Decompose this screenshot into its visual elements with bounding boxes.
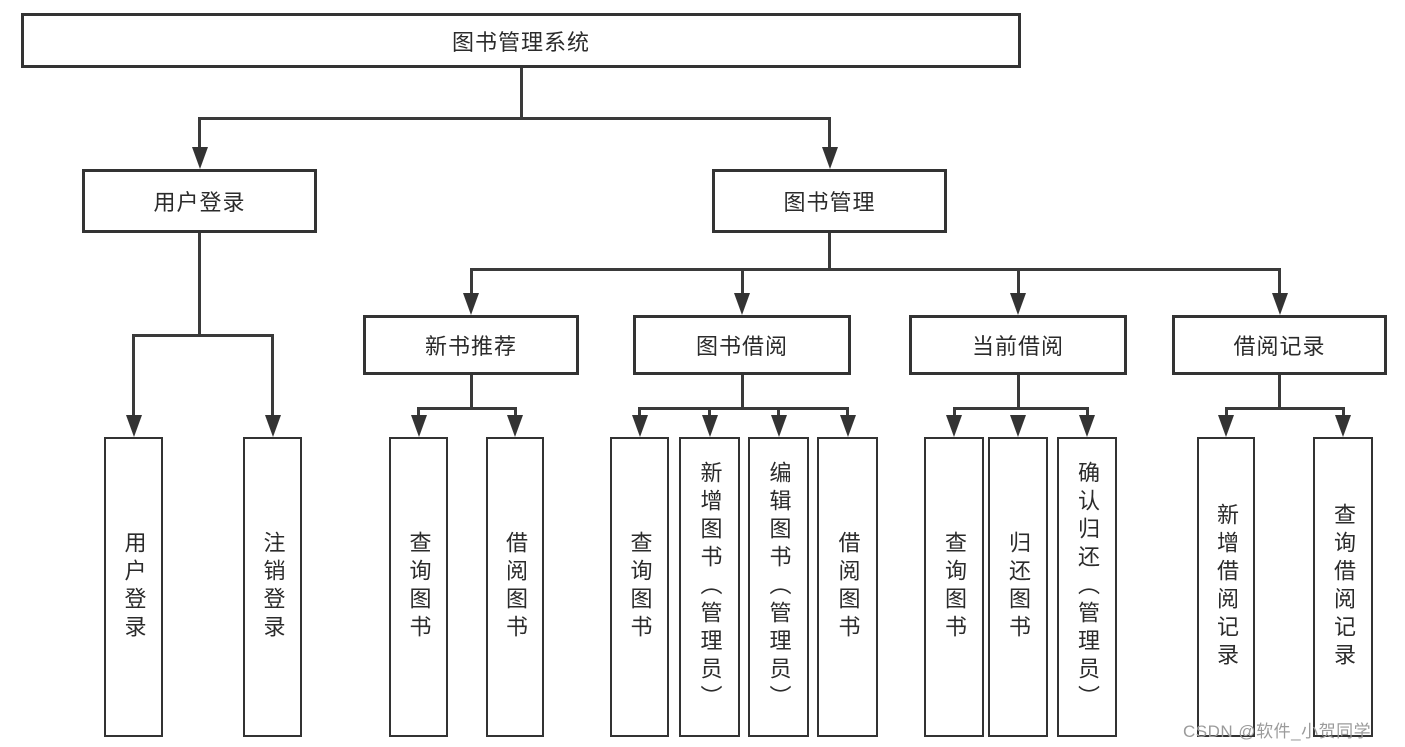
arrow-down-icon [839,415,856,437]
leaf-add-borrow-record-label: 新增借阅记录 [1214,503,1239,671]
leaf-edit-books-admin: 编辑图书（管理员） [748,437,809,737]
arrow-down-icon [1079,415,1095,437]
leaf-query-books-current: 查询图书 [924,437,984,737]
node-book-borrowing-label: 图书借阅 [695,334,788,359]
leaf-borrow-books-label: 借阅图书 [835,531,861,643]
connector-line [1016,375,1020,409]
leaf-query-books-borrowing: 查询图书 [610,437,669,737]
connector-line [846,407,849,417]
leaf-add-books-admin: 新增图书（管理员） [679,437,740,737]
arrow-down-icon [734,293,750,315]
arrow-down-icon [701,415,718,437]
connector-line [828,233,831,271]
connector-line [1341,407,1345,417]
arrow-down-icon [1335,415,1351,437]
connector-line [777,407,780,417]
arrow-down-icon [191,147,208,169]
leaf-query-books-borrowing-label: 查询图书 [627,531,653,643]
connector-line [1224,407,1345,410]
connector-line [132,334,135,417]
node-user-login-label: 用户登录 [153,190,246,215]
connector-line [1085,407,1089,417]
arrow-down-icon [1010,415,1026,437]
arrow-down-icon [1218,415,1234,437]
node-borrowing-records-label: 借阅记录 [1233,334,1326,359]
connector-line [708,407,711,417]
leaf-logout-label: 注销登录 [260,531,286,643]
connector-line [952,407,1089,410]
leaf-user-login: 用户登录 [104,437,163,737]
connector-line [417,407,517,410]
connector-line [417,407,420,417]
leaf-return-books: 归还图书 [988,437,1048,737]
arrow-down-icon [507,415,523,437]
connector-line [198,233,201,337]
connector-line [513,407,517,417]
leaf-query-borrow-record: 查询借阅记录 [1313,437,1373,737]
connector-line [1278,375,1281,409]
node-new-book-recommend-label: 新书推荐 [424,334,517,359]
node-user-login: 用户登录 [82,169,317,233]
node-root-label: 图书管理系统 [451,29,590,55]
leaf-borrow-books-recommend-label: 借阅图书 [503,531,528,643]
node-current-borrowing: 当前借阅 [909,315,1127,375]
leaf-edit-books-admin-label: 编辑图书（管理员） [766,461,792,713]
arrow-down-icon [1271,293,1288,315]
connector-line [740,268,744,296]
leaf-borrow-books: 借阅图书 [817,437,878,737]
connector-line [198,117,201,150]
connector-line [1278,268,1281,296]
arrow-down-icon [410,415,427,437]
node-book-management-label: 图书管理 [783,190,876,215]
connector-line [638,407,641,417]
connector-line [132,334,274,337]
node-book-borrowing: 图书借阅 [633,315,851,375]
leaf-query-books-current-label: 查询图书 [942,531,967,643]
node-borrowing-records: 借阅记录 [1172,315,1387,375]
connector-line [1016,268,1020,296]
arrow-down-icon [1010,293,1026,315]
leaf-borrow-books-recommend: 借阅图书 [486,437,544,737]
leaf-user-login-label: 用户登录 [121,531,147,643]
arrow-down-icon [463,293,479,315]
node-new-book-recommend: 新书推荐 [363,315,579,375]
arrow-down-icon [631,415,648,437]
connector-line [952,407,956,417]
connector-line [828,117,831,150]
arrow-down-icon [264,415,281,437]
leaf-logout: 注销登录 [243,437,302,737]
arrow-down-icon [821,147,838,169]
leaf-add-borrow-record: 新增借阅记录 [1197,437,1255,737]
connector-line [469,268,473,296]
connector-line [469,268,1281,271]
connector-line [271,334,274,417]
watermark: CSDN @软件_小贺同学 [1183,722,1372,741]
arrow-down-icon [946,415,962,437]
leaf-query-books-recommend: 查询图书 [389,437,448,737]
arrow-down-icon [770,415,787,437]
node-root: 图书管理系统 [21,13,1021,68]
leaf-add-books-admin-label: 新增图书（管理员） [697,461,723,713]
connector-line [519,68,523,119]
connector-line [469,375,473,409]
node-book-management: 图书管理 [712,169,947,233]
node-current-borrowing-label: 当前借阅 [971,334,1064,359]
connector-line [740,375,744,409]
leaf-confirm-return-admin-label: 确认归还（管理员） [1075,461,1100,713]
connector-line [638,407,849,410]
leaf-query-borrow-record-label: 查询借阅记录 [1331,503,1356,671]
leaf-return-books-label: 归还图书 [1006,531,1031,643]
connector-line [198,117,831,120]
connector-line [1224,407,1228,417]
arrow-down-icon [125,415,142,437]
leaf-query-books-recommend-label: 查询图书 [406,531,432,643]
leaf-confirm-return-admin: 确认归还（管理员） [1057,437,1117,737]
